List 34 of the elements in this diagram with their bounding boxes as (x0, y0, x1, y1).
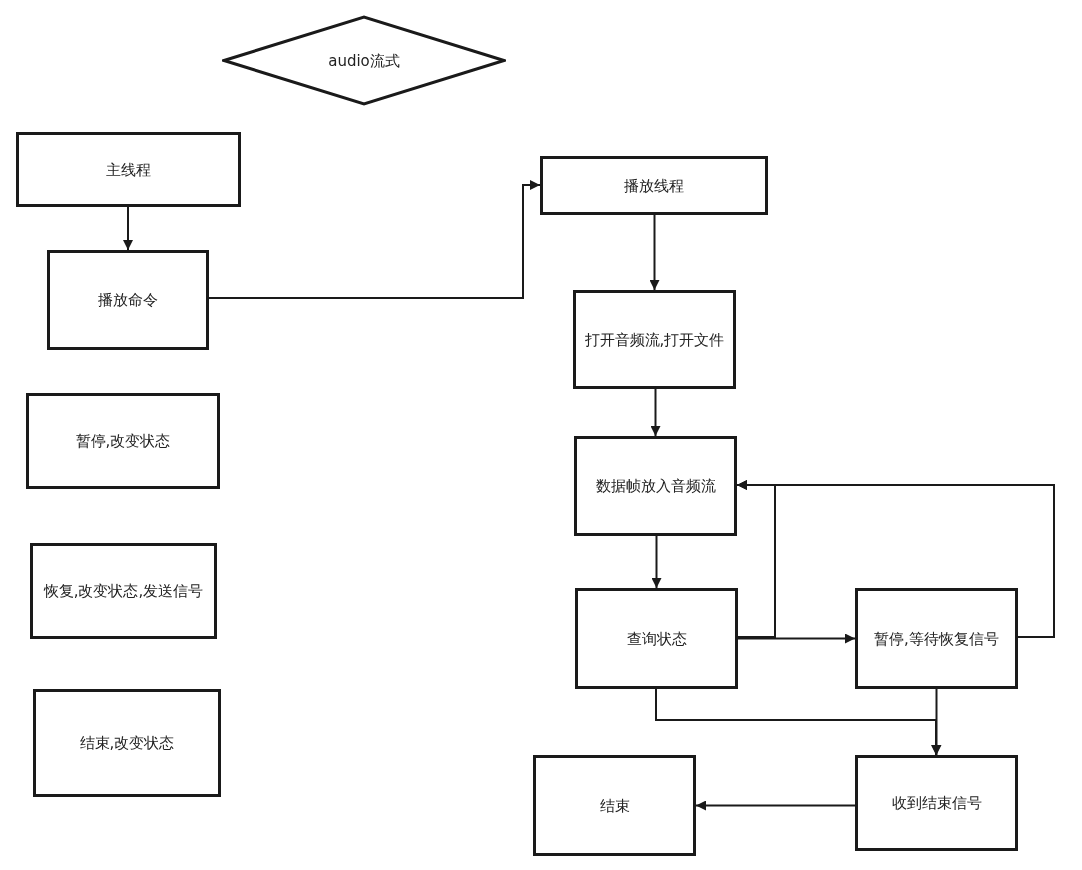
process-box (574, 436, 737, 536)
node-label: 播放命令 (98, 291, 158, 309)
process-box (26, 393, 220, 489)
arrow (931, 688, 942, 756)
node-label: 结束 (599, 796, 630, 815)
process-box (575, 588, 738, 689)
node-label: 收到结束信号 (891, 794, 982, 812)
node-label: 主线程 (106, 160, 151, 179)
process-box (533, 755, 696, 856)
arrow (123, 206, 133, 251)
arrow (208, 180, 541, 299)
node-label: 播放线程 (624, 176, 684, 195)
arrow (695, 800, 856, 811)
node-label: 打开音频流,打开文件 (584, 330, 725, 349)
arrow (737, 633, 856, 644)
arrow (651, 535, 662, 589)
arrow (649, 214, 660, 291)
process-box (573, 290, 736, 389)
node-label: 暂停,等待恢复信号 (874, 629, 999, 648)
process-box (33, 689, 221, 797)
process-box (855, 755, 1018, 851)
arrow (650, 388, 661, 437)
node-label: 暂停,改变状态 (75, 432, 171, 450)
process-box (540, 156, 768, 215)
process-box (47, 250, 209, 350)
node-label: audio流式 (328, 51, 400, 70)
node-label: 恢复,改变状态,发送信号 (43, 582, 204, 600)
process-box (30, 543, 217, 639)
process-box (855, 588, 1018, 689)
node-label: 数据帧放入音频流 (595, 477, 716, 495)
node-label: 查询状态 (626, 629, 687, 648)
arrow (736, 480, 1055, 638)
process-box (16, 132, 241, 207)
node-label: 结束,改变状态 (79, 734, 175, 752)
